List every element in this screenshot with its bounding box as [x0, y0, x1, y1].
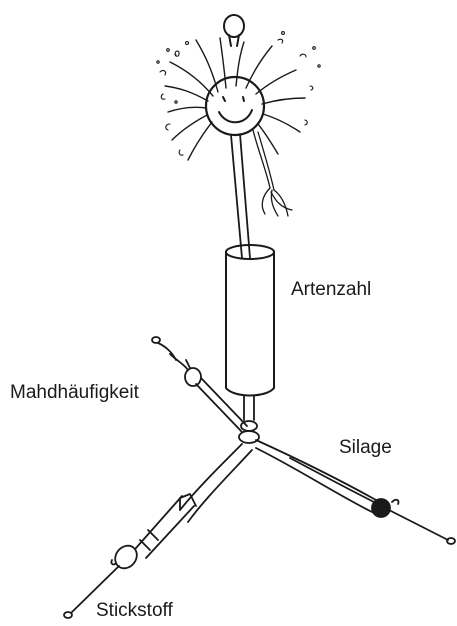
- hair-wisps: [157, 32, 320, 156]
- body-cylinder: [226, 245, 274, 396]
- face-features: [219, 97, 252, 122]
- hair-rays: [165, 38, 305, 160]
- label-mahdhaeufigkeit: Mahdhäufigkeit: [10, 383, 139, 402]
- left-arm: [152, 337, 247, 432]
- neck-stick: [231, 134, 250, 258]
- face-circle: [206, 77, 264, 135]
- label-stickstoff: Stickstoff: [96, 601, 173, 620]
- head-group: [157, 15, 320, 160]
- hanging-tuft: [253, 130, 292, 216]
- label-artenzahl: Artenzahl: [291, 280, 371, 299]
- left-leg: [64, 444, 252, 618]
- halo-ring: [224, 15, 244, 46]
- label-silage: Silage: [339, 438, 392, 457]
